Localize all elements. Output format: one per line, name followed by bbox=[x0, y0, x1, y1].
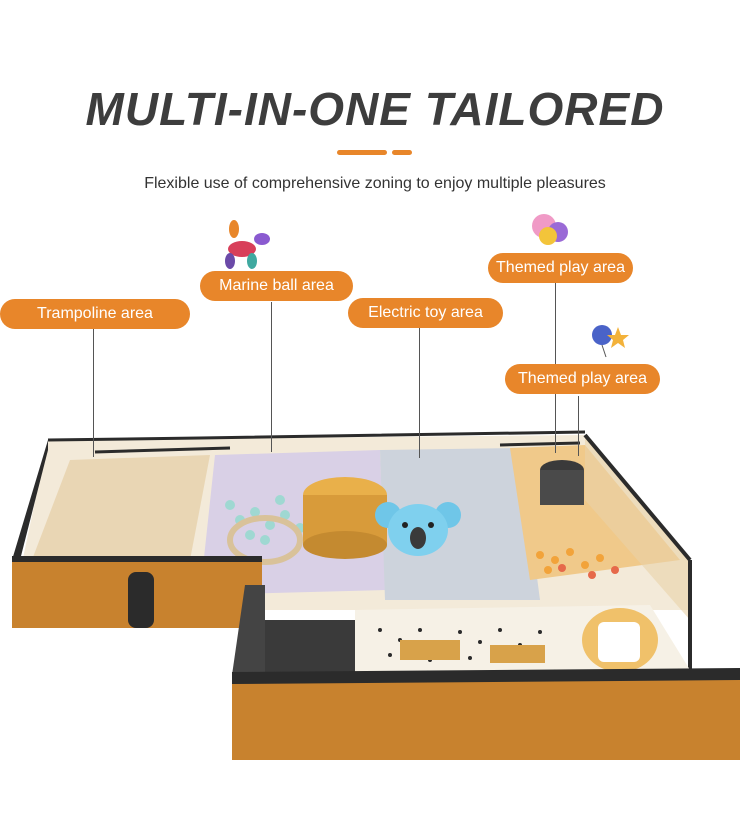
accent-bar-short bbox=[392, 150, 412, 155]
leader-trampoline bbox=[93, 329, 94, 457]
balloon-dog-icon bbox=[225, 220, 270, 269]
label-electric-toy-area: Electric toy area bbox=[348, 298, 503, 328]
label-trampoline-area: Trampoline area bbox=[0, 299, 190, 329]
label-marine-ball-area: Marine ball area bbox=[200, 271, 353, 301]
label-themed-play-area-2: Themed play area bbox=[505, 364, 660, 394]
balloon-star-icon bbox=[592, 325, 629, 358]
accent-bar-long bbox=[337, 150, 387, 155]
page-title: MULTI-IN-ONE TAILORED bbox=[85, 83, 665, 135]
koala-mascot bbox=[375, 502, 461, 556]
leader-marine-ball bbox=[271, 302, 272, 452]
page-subtitle: Flexible use of comprehensive zoning to … bbox=[144, 175, 606, 192]
balloons-icon bbox=[532, 214, 568, 245]
leader-themed-play-2 bbox=[578, 396, 579, 456]
label-themed-play-area-1: Themed play area bbox=[488, 253, 633, 283]
leader-electric-toy bbox=[419, 328, 420, 458]
